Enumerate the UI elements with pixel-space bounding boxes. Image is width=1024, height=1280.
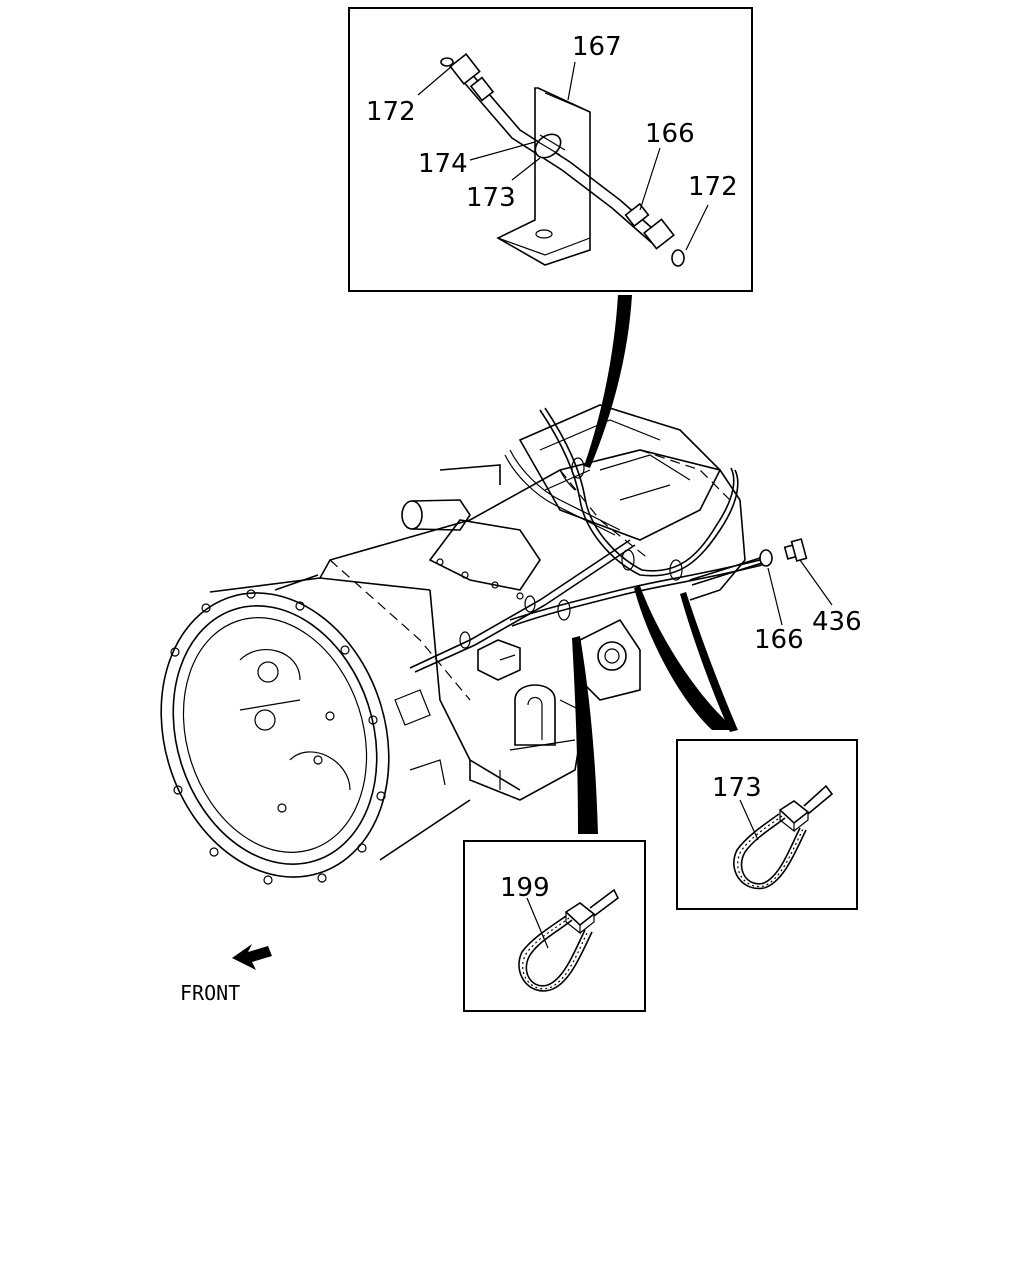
front-indicator: FRONT [180,944,272,1005]
front-label: FRONT [180,981,240,1005]
inset-173-frame [676,739,858,910]
label-166-top: 166 [645,119,695,149]
label-166-main: 166 [754,625,804,655]
callout-pointers [572,295,738,834]
label-173-top: 173 [466,183,516,213]
label-436: 436 [812,607,862,637]
bell-housing-bolt-holes [170,589,386,885]
arrow-left-down-icon [232,944,272,970]
main-leaders [767,559,833,626]
label-172-right: 172 [688,172,738,202]
label-174: 174 [418,149,468,179]
label-172-left: 172 [366,97,416,127]
label-167: 167 [572,32,622,62]
top-inset [348,7,753,292]
inset-tie-173 [676,739,858,910]
label-199: 199 [500,873,550,903]
inset-tie-199 [463,840,646,1012]
inset-199-frame [463,840,646,1012]
label-173-inset: 173 [712,773,762,803]
wiring-harness [409,407,808,673]
switch-436 [783,538,808,562]
